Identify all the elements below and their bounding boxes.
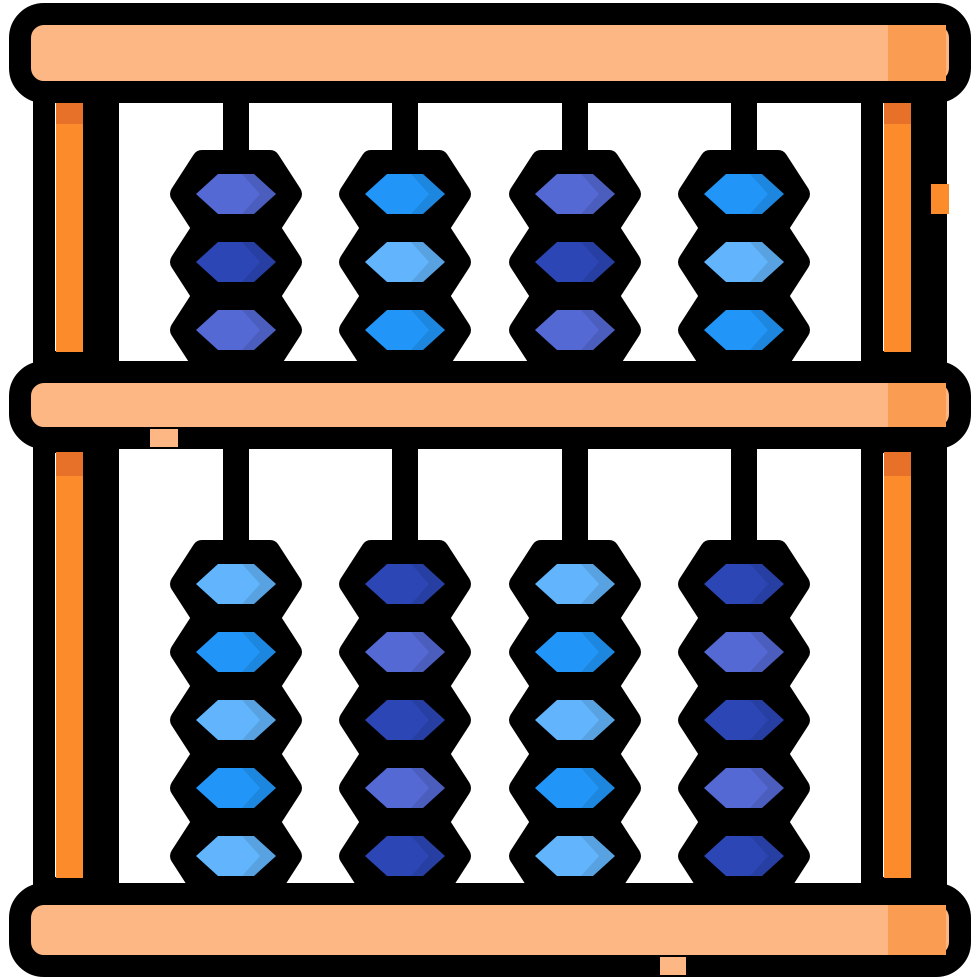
left-post-upper bbox=[33, 79, 119, 373]
bead bbox=[535, 836, 615, 876]
rod-2 bbox=[339, 92, 471, 900]
bead bbox=[365, 310, 445, 350]
bead bbox=[196, 564, 276, 604]
bead bbox=[365, 836, 445, 876]
bead bbox=[704, 174, 784, 214]
bead bbox=[535, 768, 615, 808]
bead bbox=[535, 310, 615, 350]
bead bbox=[365, 768, 445, 808]
bead bbox=[365, 632, 445, 672]
upper-beads bbox=[509, 150, 641, 374]
rod-1 bbox=[170, 92, 302, 900]
rod-3 bbox=[509, 92, 641, 900]
bead bbox=[704, 836, 784, 876]
top-bar bbox=[9, 3, 971, 103]
bead bbox=[704, 310, 784, 350]
bead bbox=[196, 768, 276, 808]
bead bbox=[535, 632, 615, 672]
bead bbox=[365, 564, 445, 604]
bead bbox=[535, 174, 615, 214]
frame-bars bbox=[9, 3, 971, 977]
bead-rods bbox=[170, 92, 810, 900]
bead bbox=[535, 242, 615, 282]
bead bbox=[196, 836, 276, 876]
bead bbox=[196, 632, 276, 672]
left-post-lower bbox=[33, 431, 119, 899]
upper-beads bbox=[170, 150, 302, 374]
frame-posts bbox=[33, 79, 947, 899]
bead bbox=[704, 564, 784, 604]
right-post-upper bbox=[861, 79, 947, 373]
bead bbox=[704, 242, 784, 282]
bead bbox=[704, 632, 784, 672]
bead bbox=[365, 700, 445, 740]
upper-beads bbox=[339, 150, 471, 374]
right-post-lower bbox=[861, 431, 947, 899]
upper-beads bbox=[678, 150, 810, 374]
bead bbox=[196, 174, 276, 214]
bottom-bar bbox=[9, 883, 971, 977]
bead bbox=[704, 700, 784, 740]
bead bbox=[365, 174, 445, 214]
middle-bar bbox=[9, 361, 971, 449]
bead bbox=[535, 564, 615, 604]
bead bbox=[704, 768, 784, 808]
bead bbox=[365, 242, 445, 282]
bead bbox=[196, 242, 276, 282]
lower-beads bbox=[509, 540, 641, 900]
bead bbox=[535, 700, 615, 740]
lower-beads bbox=[678, 540, 810, 900]
lower-beads bbox=[339, 540, 471, 900]
lower-beads bbox=[170, 540, 302, 900]
bead bbox=[196, 310, 276, 350]
rod-4 bbox=[678, 92, 810, 900]
bead bbox=[196, 700, 276, 740]
